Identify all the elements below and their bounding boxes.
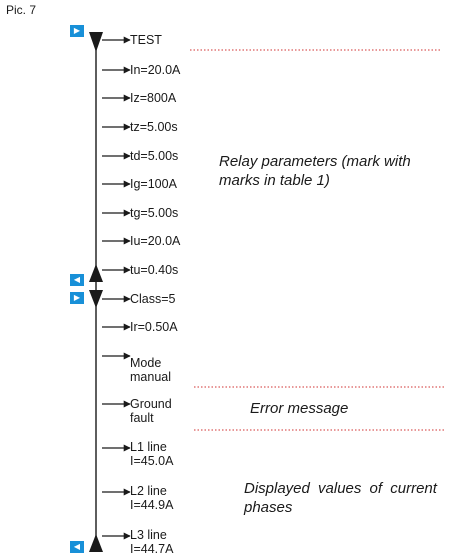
- menu-item-l1: L1 line I=45.0A: [130, 440, 173, 468]
- relay-note-line2: marks in table 1): [219, 172, 330, 189]
- l2-line-label: L2 line: [130, 484, 167, 498]
- up-arrowhead-bottom: [89, 534, 103, 552]
- right-arrow-icon: ▶: [73, 26, 81, 35]
- current-note-line2: phases: [244, 499, 293, 516]
- mode-label: Mode: [130, 356, 162, 370]
- l3-line-label: L3 line: [130, 528, 167, 542]
- left-arrow-icon: ◀: [73, 275, 81, 284]
- l1-current-value: I=45.0A: [130, 454, 174, 468]
- menu-item-l3: L3 line I=44.7A: [130, 528, 173, 556]
- menu-item-tz: tz=5.00s: [130, 120, 178, 134]
- menu-item-class: Class=5: [130, 292, 176, 306]
- down-arrowhead-top: [89, 32, 103, 52]
- l2-current-value: I=44.9A: [130, 498, 174, 512]
- menu-item-iz: Iz=800A: [130, 91, 177, 105]
- menu-item-ir: Ir=0.50A: [130, 320, 178, 334]
- left-nav-button-tu[interactable]: ◀: [70, 274, 84, 286]
- menu-item-tu: tu=0.40s: [130, 263, 179, 277]
- menu-item-test: TEST: [130, 33, 162, 47]
- down-arrowhead-class: [89, 290, 103, 308]
- menu-item-ground-fault: Ground fault: [130, 397, 172, 425]
- menu-item-mode: Mode manual: [130, 356, 171, 384]
- menu-item-td: td=5.00s: [130, 149, 179, 163]
- ground-fault-line1: Ground: [130, 397, 172, 411]
- menu-item-l2: L2 line I=44.9A: [130, 484, 173, 512]
- right-nav-button-class[interactable]: ▶: [70, 292, 84, 304]
- right-nav-button-top[interactable]: ▶: [70, 25, 84, 37]
- current-note-line1: Displayed values of current: [244, 480, 437, 497]
- mode-value: manual: [130, 370, 171, 384]
- current-phases-note: Displayed values of current phases: [244, 479, 437, 517]
- relay-parameters-note: Relay parameters (mark with marks in tab…: [219, 152, 411, 190]
- figure-caption: Pic. 7: [6, 3, 37, 17]
- menu-item-iu: Iu=20.0A: [130, 234, 181, 248]
- menu-item-ig: Ig=100A: [130, 177, 177, 191]
- left-nav-button-bottom[interactable]: ◀: [70, 541, 84, 553]
- left-arrow-icon: ◀: [73, 542, 81, 551]
- menu-item-tg: tg=5.00s: [130, 206, 179, 220]
- right-arrow-icon: ▶: [73, 293, 81, 302]
- l3-current-value: I=44.7A: [130, 542, 174, 556]
- error-message-note: Error message: [250, 400, 349, 417]
- l1-line-label: L1 line: [130, 440, 167, 454]
- menu-item-in: In=20.0A: [130, 63, 181, 77]
- up-arrowhead-tu: [89, 264, 103, 282]
- ground-fault-line2: fault: [130, 411, 154, 425]
- relay-note-line1: Relay parameters (mark with: [219, 153, 411, 170]
